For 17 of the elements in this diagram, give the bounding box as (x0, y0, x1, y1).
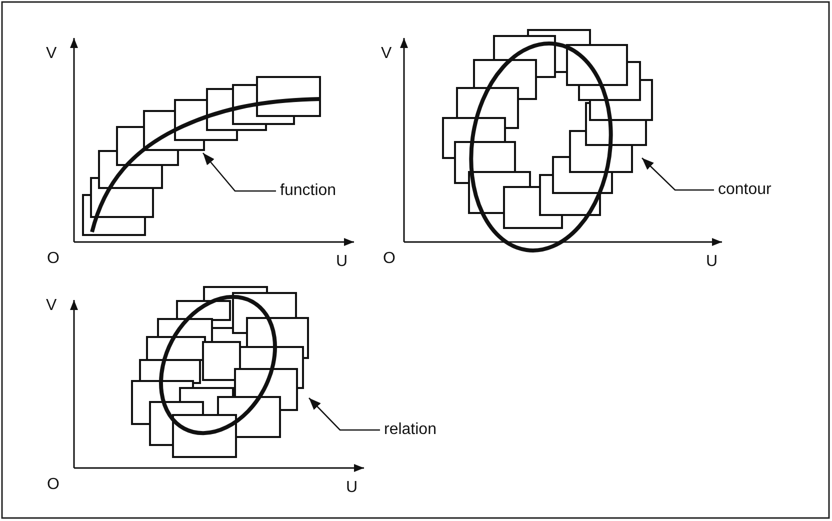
callout-label: function (280, 182, 336, 199)
axis-label: V (381, 45, 392, 63)
axis-label: V (46, 45, 57, 63)
leader-line (642, 158, 714, 191)
axis-label: U (346, 479, 358, 497)
rectangle-cluster-drawing (131, 286, 309, 458)
axis-label: O (383, 250, 396, 268)
leader-line (308, 398, 380, 431)
callout-label: relation (384, 421, 436, 438)
callout-label: contour (718, 181, 772, 198)
axis-label: O (47, 476, 60, 494)
axis-label: O (47, 250, 60, 268)
leader-line (202, 152, 276, 192)
axis-label: V (46, 297, 57, 315)
rectangle-cluster-drawing (442, 29, 653, 252)
axis-label: U (336, 253, 348, 271)
axis-label: U (706, 253, 718, 271)
